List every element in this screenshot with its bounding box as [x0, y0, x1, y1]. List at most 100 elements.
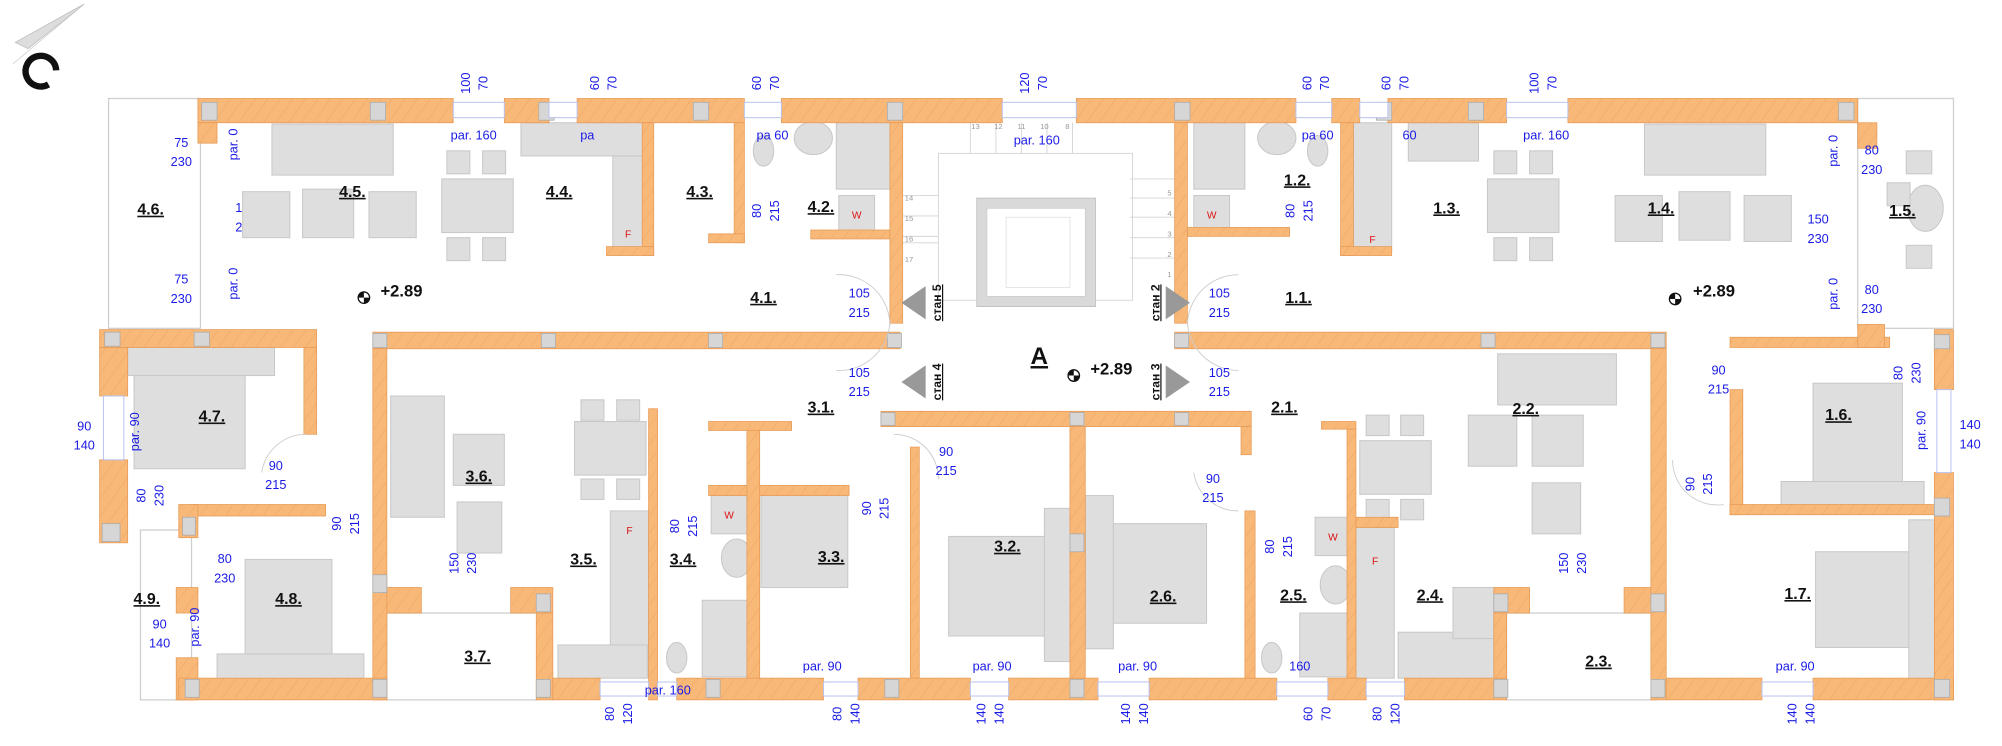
opening-width: 90 [329, 517, 344, 531]
opening-width: 60 [1299, 76, 1314, 90]
opening-height: 215 [1209, 305, 1230, 320]
sill-height: par. 90 [1913, 411, 1928, 450]
opening-width: 105 [849, 286, 870, 301]
sill-height: pa [580, 127, 595, 142]
opening-height: 215 [935, 463, 956, 478]
shower [701, 599, 752, 678]
opening-width: 140 [1118, 703, 1133, 724]
apartment-label: стан 4 [930, 363, 944, 400]
sill-height: par. 0 [1825, 278, 1840, 310]
entrance-arrow-icon [901, 365, 926, 399]
sill-labels: par. 160 pa pa 60 par. 160 pa 60 60 par.… [127, 127, 1928, 697]
room-label: 2.2. [1512, 401, 1539, 418]
fridge-mark: F [626, 526, 632, 537]
opening-width: 80 [829, 707, 844, 721]
opening-width: 150 [1556, 553, 1571, 574]
opening-height: 230 [464, 553, 479, 574]
armchair [456, 501, 503, 554]
opening-height: 215 [849, 384, 870, 399]
opening-height: 140 [1136, 703, 1151, 724]
sill-height: par. 90 [127, 412, 142, 451]
entrance-arrow-icon [1165, 365, 1190, 399]
elevation-value: +2.89 [1693, 281, 1735, 300]
sill-height: 160 [1289, 658, 1310, 673]
kitchen-counter [1352, 122, 1393, 251]
room-label: 4.1. [750, 290, 777, 307]
armchair [1614, 195, 1663, 243]
opening-width: 120 [1017, 73, 1032, 94]
elevation-marker-icon [357, 291, 371, 305]
sofa [1643, 123, 1767, 176]
opening-height: 70 [1317, 76, 1332, 90]
opening-height: 215 [877, 498, 892, 519]
opening-width: 140 [1784, 703, 1799, 724]
kitchen-counter [1355, 526, 1395, 679]
opening-width: 80 [134, 488, 149, 502]
opening-width: 1 [235, 200, 242, 215]
room-label: 3.5. [570, 552, 597, 569]
room-label: 4.2. [808, 199, 835, 216]
opening-height: 215 [849, 305, 870, 320]
opening-height: 140 [149, 636, 170, 651]
stair-step-number: 13 [971, 122, 980, 131]
opening-width: 80 [1369, 707, 1384, 721]
opening-width: 140 [1959, 417, 1980, 432]
opening-width: 90 [939, 444, 953, 459]
opening-width: 75 [174, 135, 188, 150]
sink [1319, 565, 1352, 605]
stair-step-number: 11 [1017, 122, 1025, 131]
washer-mark: W [1328, 532, 1338, 543]
bed [1812, 382, 1903, 499]
opening-height: 230 [1908, 362, 1923, 383]
elevation-value: +2.89 [380, 281, 422, 300]
opening-height: 70 [1544, 76, 1559, 90]
sill-height: par. 90 [973, 658, 1012, 673]
opening-height: 70 [1396, 76, 1411, 90]
dining-table [441, 178, 514, 234]
room-label: 4.3. [686, 184, 713, 201]
washer-mark: W [724, 511, 734, 522]
apartment-label: стан 5 [930, 284, 944, 321]
opening-width: 105 [849, 365, 870, 380]
opening-width: 90 [153, 616, 167, 631]
sill-height: par. 90 [803, 658, 842, 673]
opening-width: 90 [77, 418, 91, 433]
room-label: 1.1. [1285, 290, 1312, 307]
stair-step-number: 10 [1040, 122, 1049, 131]
stair-step-number: 17 [905, 255, 914, 264]
opening-width: 140 [974, 703, 989, 724]
stair-step-number: 8 [1065, 122, 1069, 131]
sill-height: par. 0 [225, 268, 240, 300]
round-table [1907, 184, 1944, 232]
fridge-mark: F [1369, 235, 1375, 246]
opening-width: 80 [1865, 143, 1879, 158]
opening-width: 105 [1209, 286, 1230, 301]
room-label: 1.5. [1889, 203, 1916, 220]
room-label: 3.3. [818, 549, 845, 566]
dining-table [1359, 440, 1432, 495]
stair-step-number: 16 [905, 234, 914, 243]
apartment-label: стан 3 [1148, 363, 1162, 400]
room-label: 4.7. [199, 409, 226, 426]
toilet [1306, 135, 1329, 167]
sill-height: par. 90 [1118, 658, 1157, 673]
door-swings [261, 274, 1724, 512]
washer-mark: W [1207, 211, 1217, 222]
room-label: 2.5. [1280, 587, 1307, 604]
opening-height: 70 [605, 76, 620, 90]
room-label: 4.5. [339, 184, 366, 201]
sofa [390, 395, 445, 518]
sink [1257, 120, 1297, 156]
opening-height: 215 [1202, 490, 1223, 505]
shower [1299, 612, 1349, 678]
sill-height: par. 160 [1523, 127, 1569, 142]
sink [793, 120, 833, 156]
room-label: 1.6. [1825, 407, 1852, 424]
opening-height: 230 [1861, 301, 1882, 316]
fridge-mark: F [1372, 557, 1378, 568]
sill-height: par. 90 [1776, 658, 1815, 673]
room-label: 4.9. [134, 591, 161, 608]
room-label: 1.7. [1784, 586, 1811, 603]
